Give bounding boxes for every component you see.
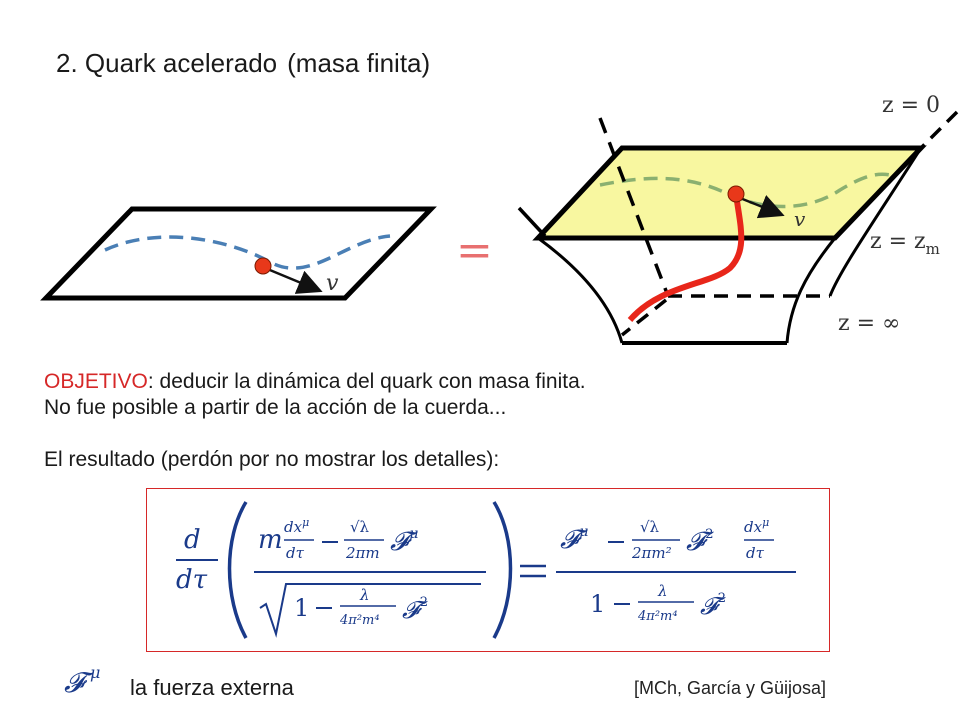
bulk-right-edge — [785, 237, 837, 344]
eq-2pim: 2πm — [345, 544, 380, 562]
eq-dx-2: dxμ — [744, 516, 769, 536]
dashed-axis-left — [598, 117, 670, 297]
eq-2pim2: 2πm² — [631, 544, 672, 562]
diagram: v = v z = 0 z = zm z = ∞ — [40, 93, 959, 345]
eq-one-1: 1 — [294, 594, 309, 622]
eq-F3-mu: μ — [579, 524, 588, 540]
eq-lambda-1: λ — [359, 586, 370, 604]
objective-line: OBJETIVO: deducir la dinámica del quark … — [44, 370, 586, 394]
eq-sqrt-lambda: √λ — [350, 518, 370, 536]
equation-box — [146, 488, 830, 652]
eq-dx-2-text: dx — [744, 518, 763, 536]
eq-F2: 𝓕2 — [402, 595, 428, 624]
eq-dtau-2: dτ — [746, 544, 765, 562]
eq-dx-2-mu: μ — [762, 516, 769, 529]
eq-right-paren — [492, 501, 513, 639]
force-symbol: 𝓕 μ — [64, 663, 100, 699]
label-zm-sub: m — [926, 240, 940, 258]
right-string — [599, 172, 891, 209]
eq-left-paren — [227, 501, 248, 639]
eq-lhs-d: d — [184, 525, 201, 555]
eq-one-2: 1 — [590, 590, 605, 618]
force-symbol-mu: μ — [90, 663, 100, 682]
eq-dtau: dτ — [286, 544, 305, 562]
right-quark — [727, 185, 745, 203]
label-zm: z = zm — [870, 229, 940, 258]
reference: [MCh, García y Güijosa] — [634, 678, 827, 698]
eq-dx: dxμ — [284, 516, 309, 536]
eq-lhs-dtau: dτ — [176, 565, 208, 595]
result-line: El resultado (perdón por no mostrar los … — [44, 448, 500, 471]
eq-F2-sq: 2 — [420, 595, 428, 610]
label-zinf: z = ∞ — [838, 311, 900, 336]
left-string — [104, 234, 391, 270]
eq-m: m — [258, 525, 283, 555]
footer-text: la fuerza externa — [130, 675, 294, 700]
title-paren: (masa finita) — [287, 48, 431, 78]
eq-F3: 𝓕μ — [560, 524, 588, 555]
eq-dx-mu: μ — [302, 516, 309, 529]
dashed-axis-bottom — [620, 298, 668, 337]
slide-title: 2. Quark acelerado (masa finita) — [56, 48, 430, 79]
left-plane — [40, 206, 437, 301]
eq-F4: 𝓕2 — [686, 527, 714, 557]
equation: d dτ m dxμ dτ √λ 2πm 𝓕μ 1 λ 4π²m⁴ 𝓕2 𝓕μ … — [176, 501, 796, 639]
left-velocity-label: v — [326, 271, 339, 296]
eq-dx-text: dx — [284, 518, 303, 536]
bulk-string — [627, 193, 745, 322]
eq-sqrt-sign — [259, 583, 481, 638]
eq-F5-sq: 2 — [718, 591, 726, 606]
objective-label: OBJETIVO — [44, 370, 148, 393]
bulk-left-edge — [537, 236, 624, 344]
eq-lambda-2: λ — [657, 582, 668, 600]
eq-F4-sq: 2 — [705, 527, 713, 542]
eq-F1-mu: μ — [409, 526, 418, 542]
eq-F1: 𝓕μ — [390, 526, 418, 557]
objective-text: : deducir la dinámica del quark con masa… — [147, 370, 586, 393]
bulk-back-edge — [828, 147, 923, 297]
limitation-line: No fue posible a partir de la acción de … — [44, 396, 507, 419]
eq-4pi2m4-1: 4π²m⁴ — [339, 613, 380, 628]
eq-4pi2m4-2: 4π²m⁴ — [637, 609, 678, 624]
label-z0: z = 0 — [882, 93, 940, 118]
label-zm-main: z = z — [870, 229, 926, 254]
equals-sign: = — [456, 225, 493, 276]
dashed-axis-left-tip — [517, 206, 547, 238]
eq-sqrt-lambda-2: √λ — [640, 518, 660, 536]
left-velocity-arrow — [264, 266, 323, 294]
right-velocity-arrow — [739, 194, 785, 219]
right-velocity-label: v — [794, 207, 806, 231]
eq-F5: 𝓕2 — [700, 591, 726, 620]
title-main: 2. Quark acelerado — [56, 48, 278, 78]
dashed-axis-right — [919, 110, 959, 150]
left-quark — [254, 257, 272, 275]
